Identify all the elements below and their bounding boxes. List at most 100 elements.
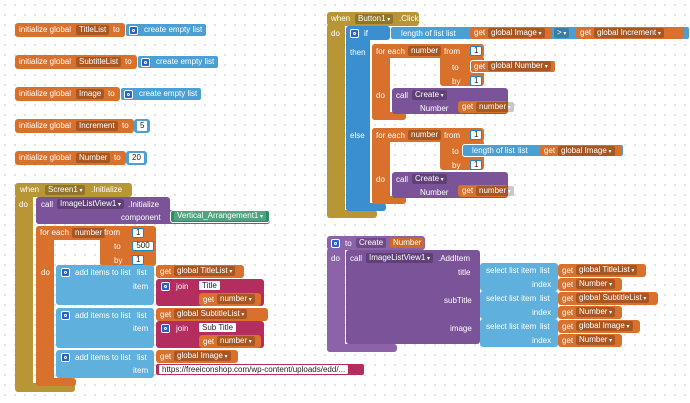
index-label: index <box>532 280 552 289</box>
list-label: list <box>137 268 147 277</box>
title-text[interactable]: Title <box>199 281 220 290</box>
list-label: list <box>518 146 528 155</box>
item-label: item <box>133 324 149 333</box>
create-empty-list-label: create empty list <box>139 89 198 98</box>
imagelistview1-selector[interactable]: ImageListView1 <box>57 199 125 209</box>
list-label: list <box>137 311 147 320</box>
arrangement-selector[interactable]: Vertical_Arrangement1 <box>174 211 267 221</box>
join-gear-icon[interactable] <box>161 282 170 291</box>
number-getter[interactable]: Number <box>576 279 616 289</box>
global-variable-name[interactable]: Increment <box>76 121 118 131</box>
number-getter[interactable]: number <box>217 336 255 346</box>
initialize-global-label: initialize global <box>19 25 72 34</box>
create-empty-list-block[interactable]: create empty list <box>137 55 220 69</box>
create-list-gear-icon[interactable] <box>141 58 150 67</box>
join-label: join <box>176 282 189 291</box>
url-text[interactable]: https://freeiconshop.com/wp-content/uplo… <box>159 365 349 374</box>
global-variable-name[interactable]: Image <box>76 89 105 99</box>
number-global-getter[interactable]: global Number <box>488 61 551 71</box>
number-getter[interactable]: number <box>476 102 514 112</box>
mutator-gear-icon[interactable] <box>61 353 70 362</box>
get-label: get <box>203 295 215 304</box>
number-getter[interactable]: number <box>476 186 514 196</box>
screen1-selector[interactable]: Screen1 <box>45 185 86 195</box>
image-getter[interactable]: global Image <box>488 28 545 38</box>
init-block-body[interactable] <box>15 23 125 37</box>
image-getter[interactable]: global Image <box>558 146 615 156</box>
compare-operator[interactable]: > <box>554 28 570 38</box>
global-variable-name[interactable]: SubtitleList <box>76 57 122 67</box>
loop-var-number[interactable]: number <box>408 130 442 140</box>
if-label: if <box>364 29 368 38</box>
loop-var-number[interactable]: number <box>72 228 106 238</box>
subtitle-label: subTitle <box>444 296 472 305</box>
from-value[interactable]: 1 <box>470 130 482 140</box>
create-list-gear-icon[interactable] <box>124 90 133 99</box>
create-empty-list-block[interactable]: create empty list <box>120 87 203 101</box>
get-label: get <box>462 186 474 195</box>
click-event-label: .Click <box>399 14 419 23</box>
create-empty-list-block[interactable]: create empty list <box>125 23 208 37</box>
by-label: by <box>452 161 461 170</box>
do-label: do <box>19 200 28 209</box>
initialize-global-label: initialize global <box>19 57 72 66</box>
from-value[interactable]: 1 <box>132 228 144 238</box>
call-label: call <box>350 254 363 263</box>
select-list-item-label: select list item <box>486 322 537 331</box>
to-label: to <box>114 153 121 162</box>
increment-getter[interactable]: global Increment <box>594 28 664 38</box>
subtitlelist-getter[interactable]: global SubtitleList <box>174 309 248 319</box>
if-gear-icon[interactable] <box>350 29 359 38</box>
list-label: list <box>540 294 550 303</box>
join-gear-icon[interactable] <box>161 324 170 333</box>
create-empty-list-label: create empty list <box>144 25 203 34</box>
button1-selector[interactable]: Button1 <box>355 14 394 24</box>
subtitlelist-getter[interactable]: global SubtitleList <box>576 293 650 303</box>
to-label: to <box>452 63 459 72</box>
mutator-gear-icon[interactable] <box>61 268 70 277</box>
to-value[interactable]: 500 <box>132 241 154 251</box>
number-getter[interactable]: Number <box>576 335 616 345</box>
number-getter[interactable]: Number <box>576 307 616 317</box>
procedure-param[interactable]: Number <box>390 238 425 248</box>
by-value[interactable]: 1 <box>132 255 144 265</box>
init-block-body[interactable] <box>15 119 134 133</box>
init-block-body[interactable] <box>15 55 137 69</box>
get-label: get <box>160 310 172 319</box>
from-label: from <box>444 131 460 140</box>
procedure-name[interactable]: Create <box>356 238 387 248</box>
number-block[interactable]: 5 <box>134 119 151 133</box>
init-block-body[interactable] <box>15 151 126 165</box>
by-value[interactable]: 1 <box>470 160 482 170</box>
number-block[interactable]: 20 <box>126 151 147 165</box>
by-value[interactable]: 1 <box>470 76 482 86</box>
subtitle-text[interactable]: Sub Title <box>199 323 237 332</box>
mutator-gear-icon[interactable] <box>61 311 70 320</box>
create-proc-selector[interactable]: Create <box>412 90 447 100</box>
titlelist-getter[interactable]: global TitleList <box>174 266 236 276</box>
number-getter[interactable]: number <box>217 294 255 304</box>
url-string[interactable]: https://freeiconshop.com/wp-content/uplo… <box>156 364 364 375</box>
get-label: get <box>562 336 574 345</box>
image-getter[interactable]: global Image <box>576 321 633 331</box>
number-value[interactable]: 20 <box>129 153 144 163</box>
subtitle-string[interactable]: Sub Title <box>196 322 240 333</box>
get-label: get <box>562 280 574 289</box>
titlelist-getter[interactable]: global TitleList <box>576 265 638 275</box>
initialize-global-label: initialize global <box>19 89 72 98</box>
image-getter[interactable]: global Image <box>174 351 231 361</box>
init-block-body[interactable] <box>15 87 120 101</box>
get-label: get <box>544 146 556 155</box>
imagelistview1-selector[interactable]: ImageListView1 <box>366 253 434 263</box>
global-variable-name[interactable]: Number <box>76 153 111 163</box>
to-label: to <box>108 89 115 98</box>
procedure-gear-icon[interactable] <box>331 239 340 248</box>
title-string[interactable]: Title <box>196 280 223 291</box>
from-value[interactable]: 1 <box>470 46 482 56</box>
create-list-gear-icon[interactable] <box>129 26 138 35</box>
number-value[interactable]: 5 <box>137 121 148 131</box>
create-proc-selector[interactable]: Create <box>412 174 447 184</box>
global-variable-name[interactable]: TitleList <box>76 25 110 35</box>
by-label: by <box>114 256 123 265</box>
loop-var-number[interactable]: number <box>408 46 442 56</box>
